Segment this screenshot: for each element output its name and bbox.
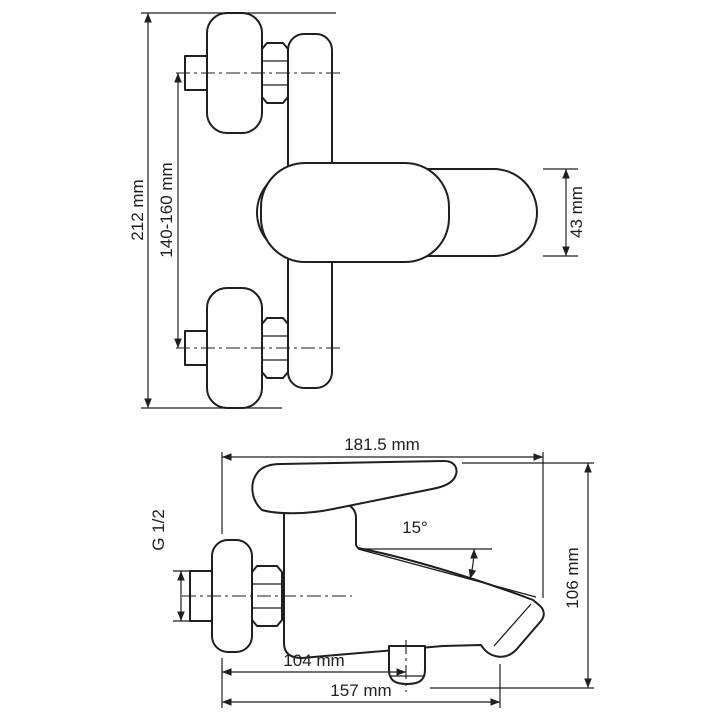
hex-nut-side-facets <box>252 583 282 609</box>
faucet-front-view: 212 mm 140-160 mm 43 mm <box>128 12 586 409</box>
handle-front <box>260 162 450 263</box>
dim-label-mounting-centers: 140-160 mm <box>157 162 176 257</box>
extension-lines-overall-height-front <box>141 12 336 409</box>
faucet-side-view: 181.5 mm G 1/2 15° 106 mm 104 mm 157 mm <box>149 435 594 708</box>
dim-label-body-height: 43 mm <box>567 186 586 238</box>
extension-lines-body-height <box>543 168 578 257</box>
dim-label-depth-to-aerator: 104 mm <box>283 651 344 670</box>
aerator <box>388 645 426 685</box>
dim-label-overall-height-side: 106 mm <box>563 547 582 608</box>
hex-nut-top-facets <box>262 60 288 86</box>
hex-nut-bottom <box>261 317 289 379</box>
hex-nut-bottom-facets <box>262 335 288 361</box>
hex-nut-top <box>261 42 289 104</box>
angle-arc <box>468 548 478 580</box>
dim-label-depth-to-spout-tip: 157 mm <box>330 681 391 700</box>
spout-endcap-line <box>493 603 532 647</box>
dim-label-thread-size: G 1/2 <box>149 509 168 551</box>
handle-side <box>251 460 458 515</box>
extension-lines-overall-depth <box>221 452 544 598</box>
dim-label-overall-depth: 181.5 mm <box>344 435 420 454</box>
extension-lines-overall-height-side <box>430 462 594 689</box>
dim-label-overall-height-front: 212 mm <box>128 179 147 240</box>
dim-label-spout-angle: 15° <box>402 518 428 537</box>
